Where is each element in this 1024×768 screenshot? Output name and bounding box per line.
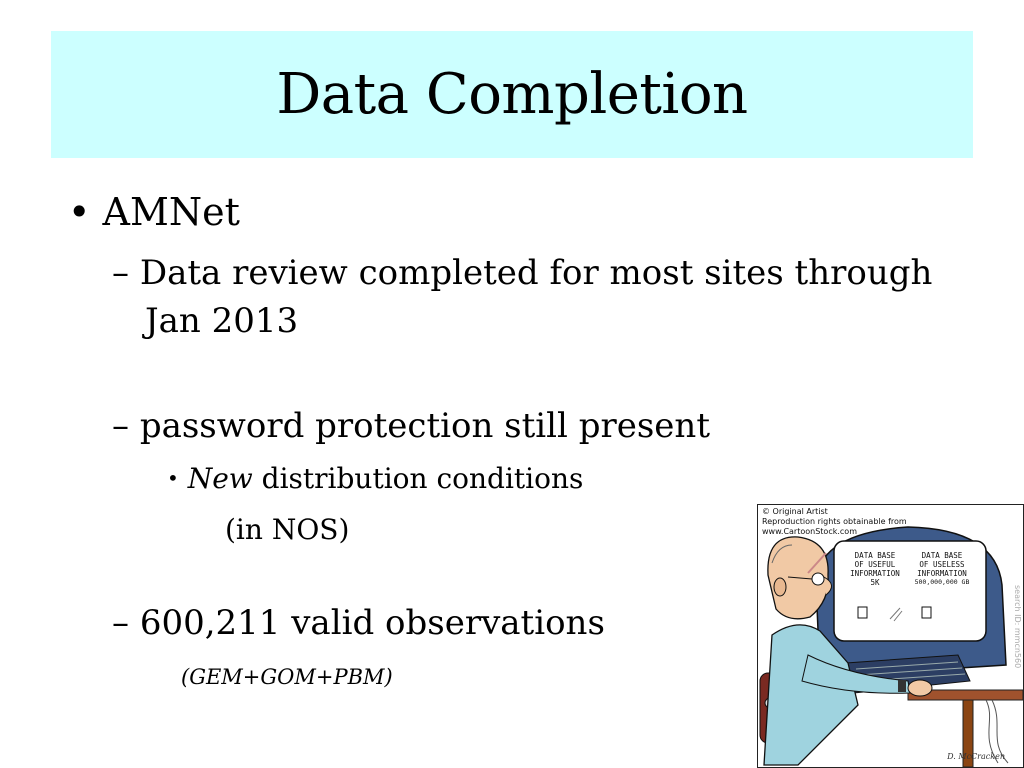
subsubbullet-distribution: • New distribution conditions [167, 462, 583, 495]
dash-icon: – [112, 253, 129, 293]
subbullet-text: password protection still present [139, 406, 710, 446]
cartoon-credit: © Original Artist Reproduction rights ob… [762, 507, 912, 537]
subbullet-text: Data review completed for most sites thr… [139, 253, 933, 293]
bullet-amnet: • AMNet [68, 190, 240, 234]
cartoon-drawing [759, 526, 1023, 767]
screen-line: 5K [870, 578, 880, 587]
in-nos-text: (in NOS) [225, 513, 350, 546]
species-note: (GEM+GOM+PBM) [181, 665, 393, 689]
screen-line: OF USEFUL [854, 560, 896, 569]
bullet-icon: • [167, 466, 179, 490]
cartoon-signature: D. McCracken [947, 752, 1005, 761]
cartoon-image: © Original Artist Reproduction rights ob… [757, 504, 1024, 768]
screen-line: OF USELESS [919, 560, 965, 569]
screen-line: INFORMATION [850, 569, 900, 578]
subbullet-review-cont: Jan 2013 [145, 301, 298, 341]
screen-label-useless: DATA BASE OF USELESS INFORMATION 500,000… [904, 551, 980, 587]
dash-icon: – [112, 406, 129, 446]
title-band: Data Completion [51, 31, 973, 158]
bullet-icon: • [68, 190, 91, 234]
screen-line: DATA BASE [854, 551, 896, 560]
distribution-text: distribution conditions [252, 462, 584, 495]
subbullet-password: – password protection still present [112, 406, 710, 446]
distribution-cont: (in NOS) [225, 513, 349, 546]
bullet-text: AMNet [102, 190, 240, 234]
subbullet-observations: – 600,211 valid observations [112, 603, 605, 643]
credit-line: Reproduction rights obtainable from [762, 517, 907, 526]
credit-line: © Original Artist [762, 507, 828, 516]
cartoon-watermark: search ID: mmcn560 [1013, 585, 1022, 669]
credit-line: www.CartoonStock.com [762, 527, 857, 536]
subbullet-text: 600,211 valid observations [139, 603, 605, 643]
subbullet-text: Jan 2013 [145, 301, 299, 341]
new-word: New [187, 462, 253, 495]
slide-title: Data Completion [276, 62, 748, 127]
screen-label-useful: DATA BASE OF USEFUL INFORMATION 5K [842, 551, 908, 587]
subbullet-review: – Data review completed for most sites t… [112, 253, 932, 293]
screen-line: 500,000,000 GB [914, 578, 970, 586]
dash-icon: – [112, 603, 129, 643]
screen-line: DATA BASE [921, 551, 963, 560]
screen-line: INFORMATION [917, 569, 967, 578]
